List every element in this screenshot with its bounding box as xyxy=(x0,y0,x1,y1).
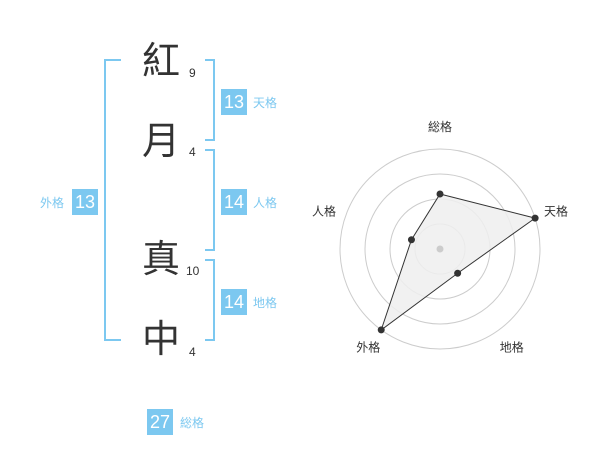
radar-ring xyxy=(364,173,516,325)
radar-axis-label-5: 人格 xyxy=(312,203,336,218)
soukaku-label: 総格 xyxy=(180,416,205,430)
stroke-count-1: 9 xyxy=(189,66,196,80)
tenkaku-label: 天格 xyxy=(253,96,278,110)
chikaku-badge: 14 xyxy=(221,289,247,315)
jinkaku-bracket xyxy=(205,149,215,251)
jinkaku-label: 人格 xyxy=(253,196,278,210)
chikaku-label: 地格 xyxy=(253,296,278,310)
name-char-2: 月 xyxy=(142,119,181,163)
radar-point-3 xyxy=(454,269,462,277)
tenkaku-bracket xyxy=(205,59,215,141)
name-char-1: 紅 xyxy=(142,39,181,83)
name-char-4: 中 xyxy=(142,317,181,361)
radar-axis-label-3: 地格 xyxy=(500,340,524,355)
name-char-3: 真 xyxy=(142,237,181,281)
stroke-count-2: 4 xyxy=(189,145,196,159)
radar-point-1 xyxy=(436,190,444,198)
jinkaku-badge: 14 xyxy=(221,189,247,215)
radar-polygon xyxy=(380,193,537,332)
radar-points xyxy=(377,190,539,334)
gaikaku-bracket xyxy=(104,59,121,341)
radar-axis-label-2: 天格 xyxy=(544,203,568,218)
soukaku-badge: 27 xyxy=(147,409,173,435)
gaikaku-label: 外格 xyxy=(40,196,65,210)
radar-ring xyxy=(339,148,541,350)
chikaku-bracket xyxy=(205,259,215,341)
radar-axis-label-1: 総格 xyxy=(428,119,452,134)
radar-axis-label-4: 外格 xyxy=(356,340,380,355)
radar-point-2 xyxy=(531,214,539,222)
stroke-count-3: 10 xyxy=(186,264,200,278)
radar-point-5 xyxy=(407,236,415,244)
radar-center-dot xyxy=(436,245,444,253)
radar-point-4 xyxy=(377,326,385,334)
tenkaku-badge: 13 xyxy=(221,89,247,115)
stroke-count-4: 4 xyxy=(189,345,196,359)
gaikaku-badge: 13 xyxy=(72,189,98,215)
